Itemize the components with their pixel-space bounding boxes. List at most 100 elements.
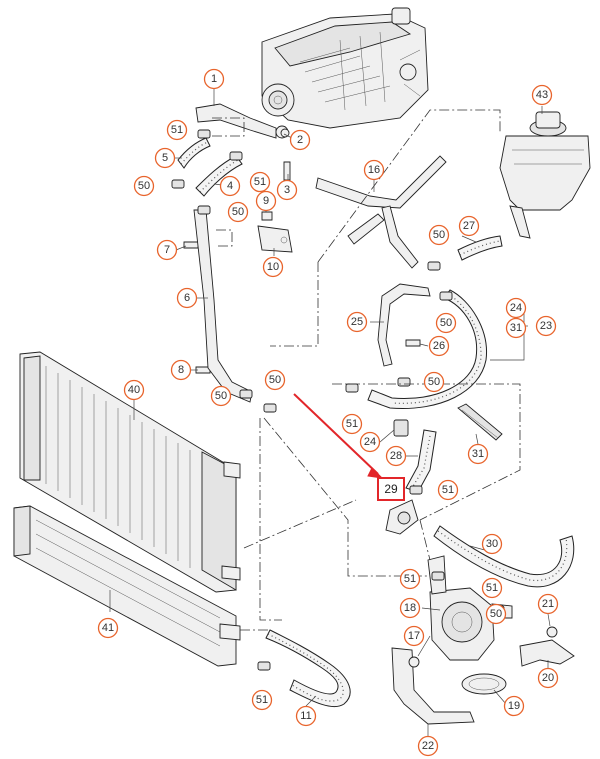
svg-text:23: 23 bbox=[540, 320, 552, 332]
callout-41[interactable]: 41 bbox=[97, 617, 119, 639]
svg-text:50: 50 bbox=[138, 180, 150, 192]
callout-30[interactable]: 30 bbox=[481, 533, 503, 555]
callout-24-upper[interactable]: 24 bbox=[505, 297, 527, 319]
callout-27[interactable]: 27 bbox=[458, 215, 480, 237]
radiator-fins bbox=[45, 366, 191, 568]
svg-text:51: 51 bbox=[486, 582, 498, 594]
callout-40[interactable]: 40 bbox=[123, 379, 145, 401]
part-16-pipe bbox=[315, 155, 447, 269]
callout-9[interactable]: 9 bbox=[255, 190, 277, 212]
callout-22[interactable]: 22 bbox=[417, 735, 439, 757]
callout-18[interactable]: 18 bbox=[399, 597, 421, 619]
callout-51-g[interactable]: 51 bbox=[251, 689, 273, 711]
svg-text:18: 18 bbox=[404, 602, 416, 614]
part-2-washer bbox=[280, 128, 290, 138]
svg-text:22: 22 bbox=[422, 740, 434, 752]
highlight-part-29[interactable]: 29 bbox=[377, 477, 405, 501]
svg-text:50: 50 bbox=[269, 374, 281, 386]
svg-text:11: 11 bbox=[300, 710, 311, 722]
svg-text:6: 6 bbox=[184, 292, 190, 304]
svg-text:1: 1 bbox=[211, 73, 217, 85]
callout-31-lower[interactable]: 31 bbox=[467, 443, 489, 465]
callout-21[interactable]: 21 bbox=[537, 593, 559, 615]
svg-text:30: 30 bbox=[486, 538, 498, 550]
svg-text:19: 19 bbox=[508, 700, 520, 712]
callout-50-c[interactable]: 50 bbox=[264, 369, 286, 391]
part-17-nut bbox=[408, 656, 420, 668]
callout-8[interactable]: 8 bbox=[170, 359, 192, 381]
callout-31-upper[interactable]: 31 bbox=[505, 317, 527, 339]
part-20-bracket bbox=[519, 639, 575, 667]
svg-text:16: 16 bbox=[368, 164, 380, 176]
callout-50-a[interactable]: 50 bbox=[133, 175, 155, 197]
callout-51-c[interactable]: 51 bbox=[341, 413, 363, 435]
callout-50-g[interactable]: 50 bbox=[423, 371, 445, 393]
callout-51-e[interactable]: 51 bbox=[399, 568, 421, 590]
callout-17[interactable]: 17 bbox=[403, 625, 425, 647]
supercharger bbox=[261, 7, 429, 129]
bolts bbox=[183, 161, 421, 374]
callout-16[interactable]: 16 bbox=[363, 159, 385, 181]
svg-text:50: 50 bbox=[215, 390, 227, 402]
svg-text:24: 24 bbox=[364, 436, 376, 448]
svg-text:50: 50 bbox=[433, 229, 445, 241]
part-18-water-pump bbox=[427, 555, 513, 661]
part-19-ring bbox=[461, 673, 507, 695]
callout-3[interactable]: 3 bbox=[276, 179, 298, 201]
callout-19[interactable]: 19 bbox=[503, 695, 525, 717]
callout-50-h[interactable]: 50 bbox=[485, 603, 507, 625]
callout-7[interactable]: 7 bbox=[156, 239, 178, 261]
callout-6[interactable]: 6 bbox=[176, 287, 198, 309]
callout-50-e[interactable]: 50 bbox=[428, 224, 450, 246]
part-10-bracket bbox=[257, 225, 293, 253]
callout-50-f[interactable]: 50 bbox=[435, 312, 457, 334]
svg-text:51: 51 bbox=[442, 484, 454, 496]
callout-51-d[interactable]: 51 bbox=[437, 479, 459, 501]
highlight-part-29-label: 29 bbox=[384, 482, 398, 496]
callout-2[interactable]: 2 bbox=[289, 129, 311, 151]
callout-51-f[interactable]: 51 bbox=[481, 577, 503, 599]
highlight-arrow bbox=[293, 393, 384, 479]
svg-text:20: 20 bbox=[542, 672, 554, 684]
callout-20[interactable]: 20 bbox=[537, 667, 559, 689]
callout-50-d[interactable]: 50 bbox=[210, 385, 232, 407]
callout-26[interactable]: 26 bbox=[428, 335, 450, 357]
callout-1[interactable]: 1 bbox=[203, 68, 225, 90]
part-30-hose bbox=[433, 525, 575, 588]
callout-5[interactable]: 5 bbox=[154, 147, 176, 169]
svg-text:26: 26 bbox=[433, 340, 445, 352]
part-5-hose bbox=[177, 137, 211, 169]
svg-text:2: 2 bbox=[297, 134, 303, 146]
callout-23[interactable]: 23 bbox=[535, 315, 557, 337]
svg-text:21: 21 bbox=[542, 598, 554, 610]
svg-text:3: 3 bbox=[284, 184, 290, 196]
part-40-radiator bbox=[19, 351, 241, 593]
callout-4[interactable]: 4 bbox=[219, 175, 241, 197]
part-27-hose bbox=[457, 235, 503, 261]
svg-text:8: 8 bbox=[178, 364, 184, 376]
callouts: 1 2 3 4 5 6 7 8 9 10 11 16 17 18 19 20 2… bbox=[97, 68, 559, 757]
svg-text:50: 50 bbox=[440, 317, 452, 329]
callout-51-a[interactable]: 51 bbox=[166, 119, 188, 141]
svg-text:25: 25 bbox=[351, 316, 363, 328]
part-25-pipes bbox=[377, 283, 431, 367]
svg-text:7: 7 bbox=[164, 244, 170, 256]
part-29-flange bbox=[385, 499, 419, 535]
svg-text:50: 50 bbox=[428, 376, 440, 388]
callout-24-lower[interactable]: 24 bbox=[359, 431, 381, 453]
svg-text:28: 28 bbox=[390, 450, 402, 462]
part-28-hose bbox=[405, 429, 437, 493]
svg-text:41: 41 bbox=[102, 622, 114, 634]
callout-10[interactable]: 10 bbox=[262, 256, 284, 278]
svg-text:24: 24 bbox=[510, 302, 522, 314]
svg-text:4: 4 bbox=[227, 180, 233, 192]
part-4-hose bbox=[195, 155, 243, 197]
callout-25[interactable]: 25 bbox=[346, 311, 368, 333]
callout-28[interactable]: 28 bbox=[385, 445, 407, 467]
part-41-intercooler bbox=[13, 505, 241, 667]
callout-51-b[interactable]: 51 bbox=[249, 171, 271, 193]
callout-50-b[interactable]: 50 bbox=[227, 201, 249, 223]
callout-43[interactable]: 43 bbox=[531, 84, 553, 106]
callout-11[interactable]: 11 bbox=[295, 705, 317, 727]
